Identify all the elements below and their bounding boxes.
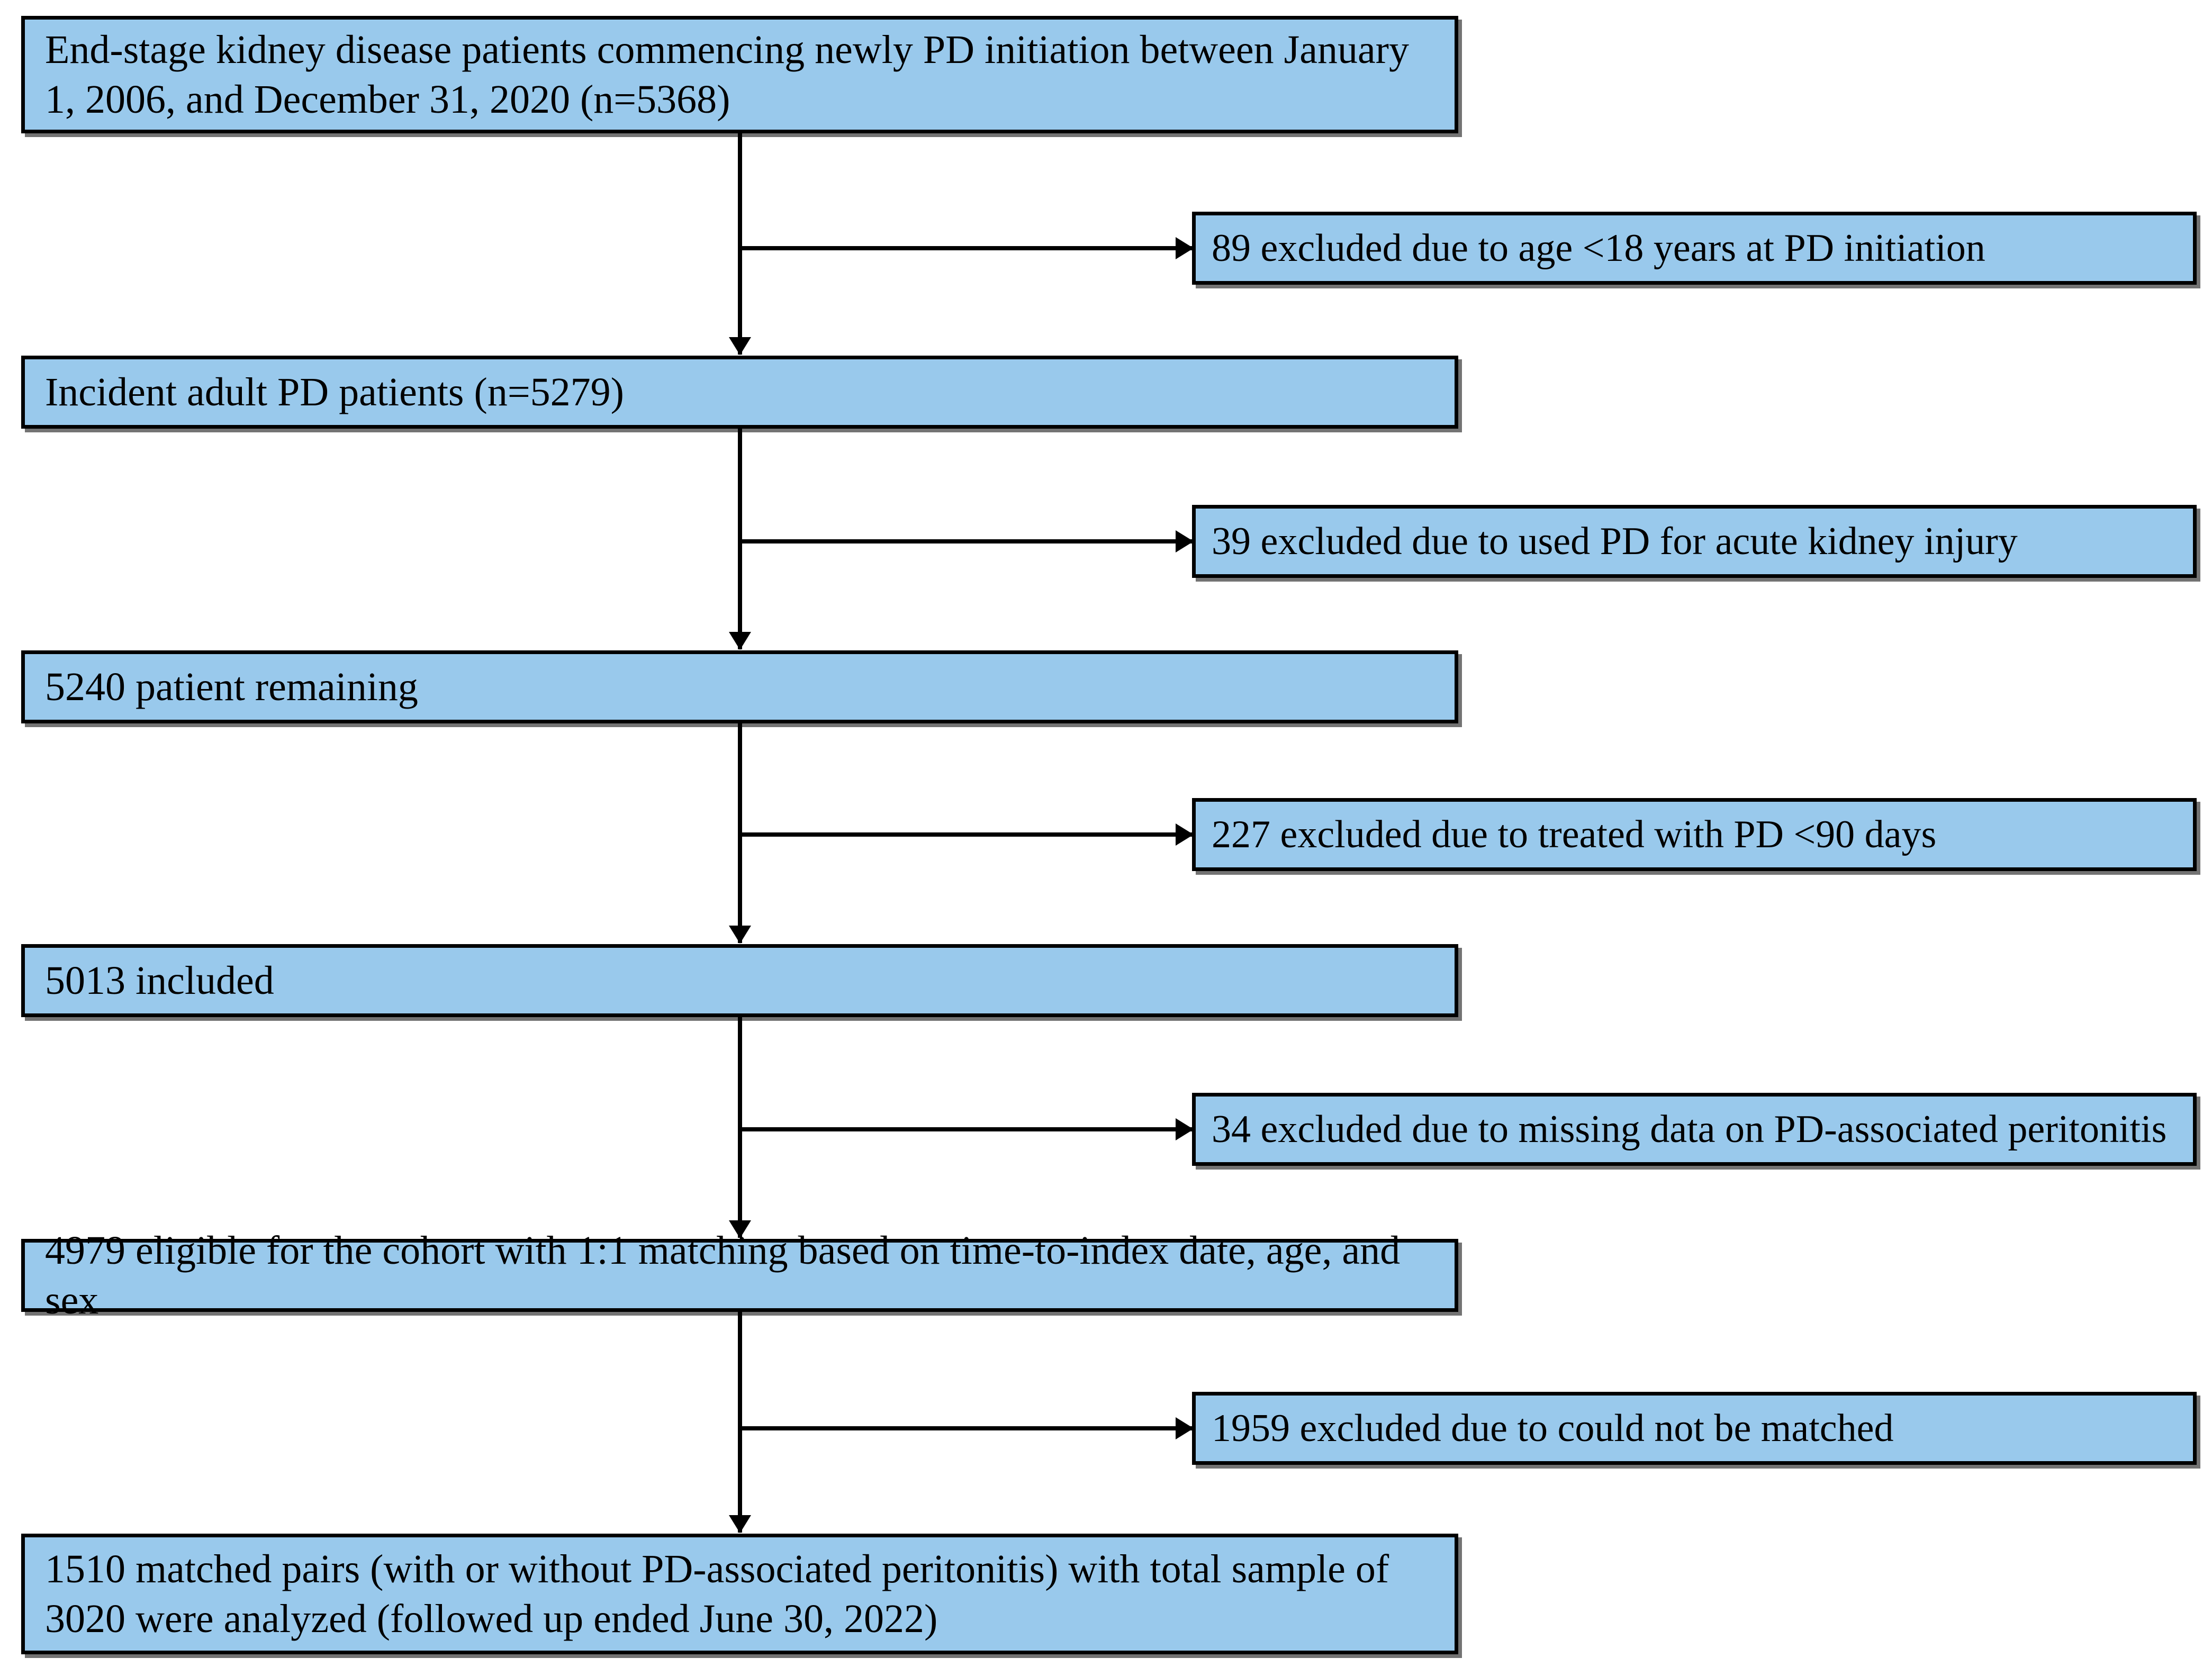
exclusion-box-pd-duration: 227 excluded due to treated with PD <90 … bbox=[1192, 798, 2197, 871]
exclusion-box-acute-kidney-injury: 39 excluded due to used PD for acute kid… bbox=[1192, 505, 2197, 578]
flow-box-matched-pairs: 1510 matched pairs (with or without PD-a… bbox=[21, 1534, 1458, 1654]
exclusion-box-unmatched-label: 1959 excluded due to could not be matche… bbox=[1212, 1407, 1894, 1450]
exclusion-box-age: 89 excluded due to age <18 years at PD i… bbox=[1192, 212, 2197, 285]
flow-box-incident-adult-label: Incident adult PD patients (n=5279) bbox=[45, 370, 624, 414]
flow-box-included-label: 5013 included bbox=[45, 958, 274, 1003]
flow-box-incident-adult: Incident adult PD patients (n=5279) bbox=[21, 356, 1458, 429]
flow-box-eligible-cohort-label: 4979 eligible for the cohort with 1:1 ma… bbox=[45, 1228, 1401, 1322]
flow-box-patients-remaining-label: 5240 patient remaining bbox=[45, 665, 418, 709]
flow-box-matched-pairs-label: 1510 matched pairs (with or without PD-a… bbox=[45, 1547, 1389, 1641]
flow-box-enrollment-label: End-stage kidney disease patients commen… bbox=[45, 28, 1409, 122]
exclusion-box-missing-data-label: 34 excluded due to missing data on PD-as… bbox=[1212, 1108, 2167, 1151]
flow-box-patients-remaining: 5240 patient remaining bbox=[21, 650, 1458, 723]
exclusion-box-missing-data: 34 excluded due to missing data on PD-as… bbox=[1192, 1093, 2197, 1166]
flow-box-included: 5013 included bbox=[21, 944, 1458, 1017]
flow-box-enrollment: End-stage kidney disease patients commen… bbox=[21, 16, 1458, 133]
exclusion-box-pd-duration-label: 227 excluded due to treated with PD <90 … bbox=[1212, 813, 1937, 856]
exclusion-box-unmatched: 1959 excluded due to could not be matche… bbox=[1192, 1392, 2197, 1465]
exclusion-box-age-label: 89 excluded due to age <18 years at PD i… bbox=[1212, 227, 1985, 270]
flow-box-eligible-cohort: 4979 eligible for the cohort with 1:1 ma… bbox=[21, 1228, 1458, 1322]
exclusion-box-acute-kidney-injury-label: 39 excluded due to used PD for acute kid… bbox=[1212, 520, 2018, 563]
